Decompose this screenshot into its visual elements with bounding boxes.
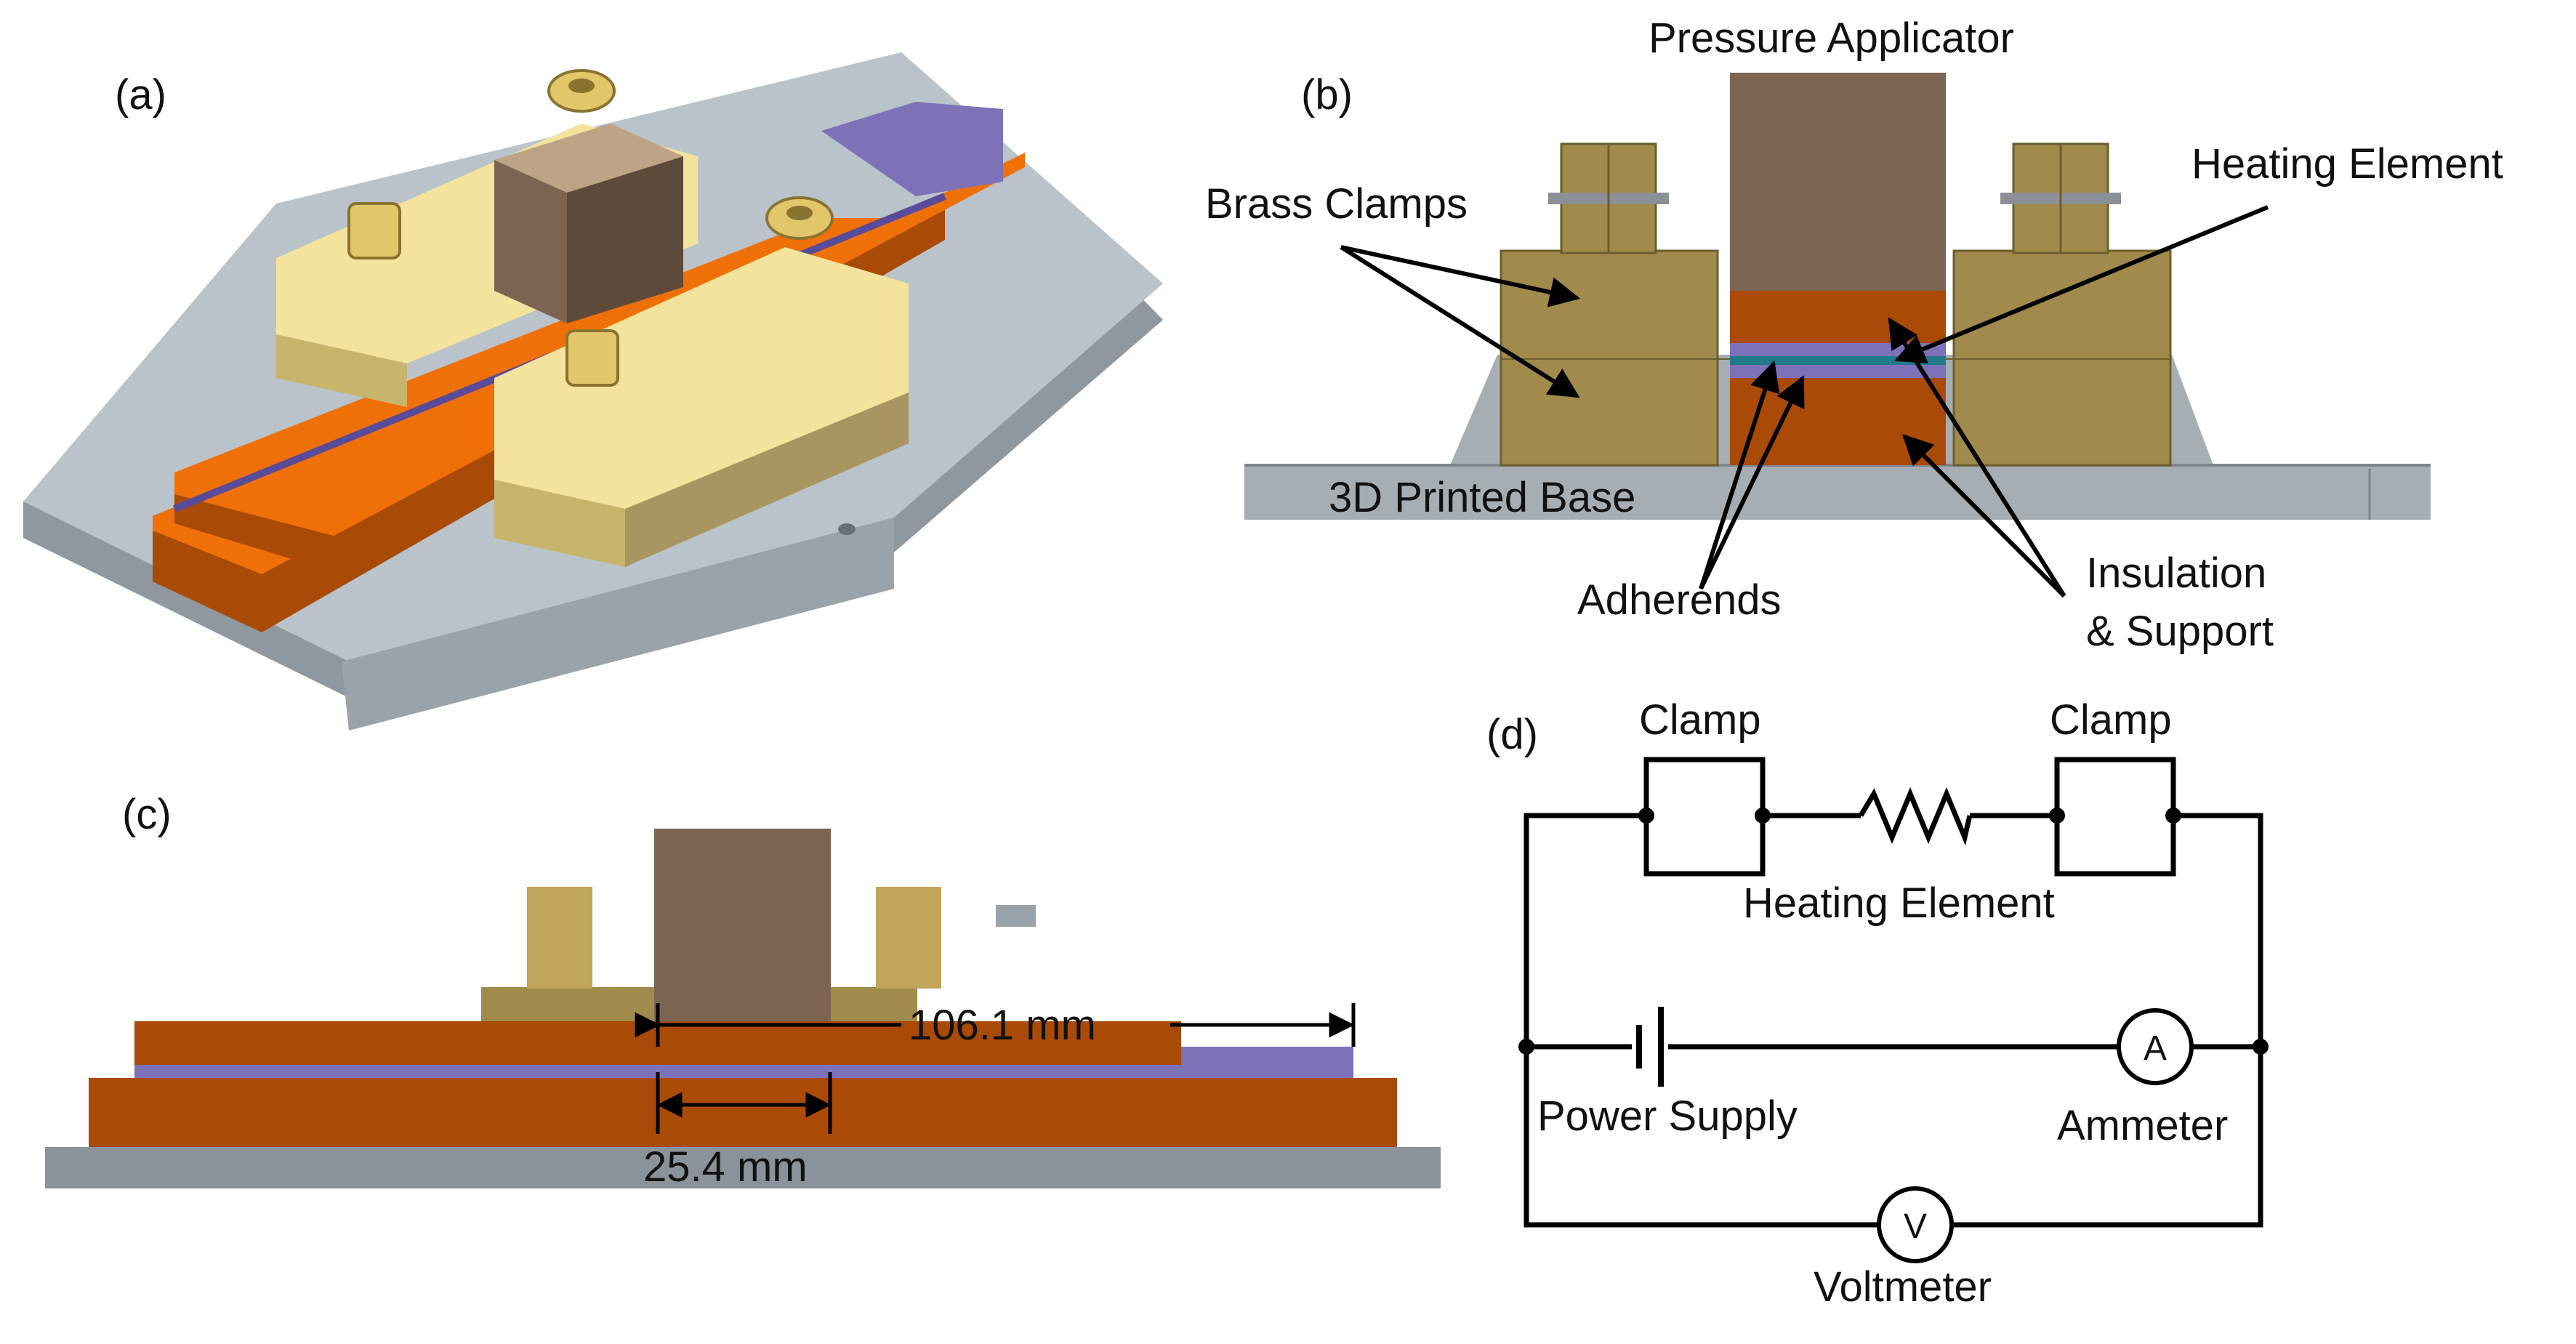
dimension-long: 106.1 mm — [635, 1002, 1356, 1049]
panel-d-label: (d) — [1486, 711, 1538, 758]
panel-c: (c) 106.1 mm 25.4 mm — [45, 791, 1441, 1191]
label-heating-element-d: Heating Element — [1743, 880, 2055, 927]
dimension-short: 25.4 mm — [643, 1072, 832, 1191]
resistor-symbol — [1858, 786, 1973, 846]
label-ammeter: Ammeter — [2057, 1102, 2228, 1149]
label-heating-element-b: Heating Element — [2191, 140, 2503, 188]
label-voltmeter: Voltmeter — [1814, 1263, 1992, 1311]
label-brass-clamps: Brass Clamps — [1205, 180, 1468, 228]
label-base: 3D Printed Base — [1329, 474, 1635, 521]
voltmeter-letter: V — [1904, 1207, 1927, 1246]
ammeter-symbol: A — [2117, 1008, 2194, 1085]
label-insulation: Insulation — [2086, 550, 2266, 597]
label-clamp-right: Clamp — [2050, 696, 2172, 744]
pressure-cube-3d — [494, 124, 683, 323]
label-support: & Support — [2086, 608, 2274, 655]
brass-clamps-side — [1500, 142, 2172, 467]
panel-b-label: (b) — [1301, 71, 1353, 118]
clamp-right-symbol — [2049, 757, 2181, 877]
label-power-supply: Power Supply — [1537, 1092, 1798, 1140]
panel-a-label: (a) — [115, 71, 166, 118]
ammeter-letter: A — [2144, 1029, 2167, 1068]
voltmeter-symbol: V — [1877, 1186, 1954, 1263]
stack-side — [1730, 73, 1946, 465]
label-clamp-left: Clamp — [1639, 696, 1761, 744]
panel-a: (a) — [23, 52, 1163, 731]
label-adherends: Adherends — [1577, 576, 1782, 624]
clamp-left-symbol — [1638, 757, 1771, 877]
panel-d: (d) A — [1486, 696, 2269, 1311]
battery-symbol — [1636, 1007, 1664, 1087]
panel-b: (b) Pressure Applicator Heating Element … — [1205, 15, 2503, 655]
callout-arrows-b — [1340, 205, 2269, 598]
label-pressure-applicator: Pressure Applicator — [1649, 15, 2014, 62]
dimension-short-label: 25.4 mm — [643, 1143, 808, 1191]
dimension-long-label: 106.1 mm — [909, 1002, 1096, 1049]
panel-c-label: (c) — [122, 791, 172, 838]
